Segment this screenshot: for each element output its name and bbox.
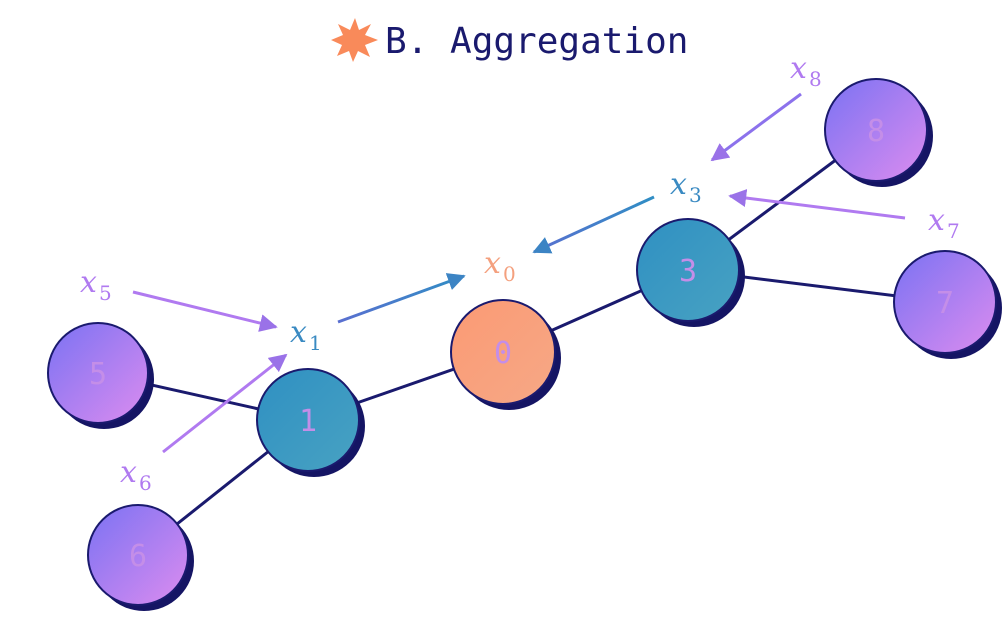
feature-x8: x 8 — [790, 51, 822, 91]
svg-text:0: 0 — [503, 262, 516, 286]
node-label: 0 — [494, 336, 512, 371]
node-label: 6 — [129, 539, 147, 574]
starburst-icon — [331, 18, 378, 62]
node-label: 3 — [679, 254, 697, 289]
node-1: 1 — [256, 368, 365, 477]
arrow-x7-to-x3 — [728, 189, 906, 220]
arrow-x5-to-x1 — [132, 290, 278, 332]
node-5: 5 — [47, 322, 154, 429]
feature-x7: x 7 — [928, 203, 960, 243]
feature-x1: x 1 — [290, 315, 322, 355]
svg-text:7: 7 — [947, 219, 960, 243]
arrow-x3-to-x0 — [532, 195, 655, 254]
svg-text:x: x — [928, 203, 945, 238]
svg-text:1: 1 — [309, 331, 322, 355]
svg-text:x: x — [290, 315, 307, 350]
feature-x0: x 0 — [484, 246, 516, 286]
message-arrows — [132, 92, 906, 454]
svg-text:x: x — [80, 265, 97, 300]
node-label: 7 — [936, 286, 954, 321]
node-6: 6 — [87, 504, 194, 611]
title-text: B. Aggregation — [385, 21, 688, 62]
arrow-x8-to-x3 — [710, 92, 802, 162]
diagram-title: B. Aggregation — [331, 18, 688, 62]
arrow-x6-to-x1 — [162, 353, 288, 454]
svg-text:x: x — [120, 455, 137, 490]
node-label: 8 — [867, 114, 885, 149]
feature-x3: x 3 — [670, 167, 702, 207]
feature-x6: x 6 — [120, 455, 152, 495]
node-label: 1 — [299, 404, 317, 439]
arrow-x1-to-x0 — [337, 273, 466, 324]
svg-text:x: x — [484, 246, 501, 281]
node-0: 0 — [450, 299, 561, 410]
node-label: 5 — [89, 357, 107, 392]
svg-text:8: 8 — [809, 67, 822, 91]
feature-x5: x 5 — [80, 265, 112, 305]
svg-text:5: 5 — [99, 281, 112, 305]
svg-text:3: 3 — [689, 183, 702, 207]
feature-labels: x 0 x 1 x 3 x 5 x 6 x 7 x 8 — [80, 51, 960, 495]
svg-text:6: 6 — [139, 471, 152, 495]
svg-text:x: x — [670, 167, 687, 202]
node-8: 8 — [824, 78, 933, 187]
node-7: 7 — [893, 250, 1002, 359]
node-3: 3 — [636, 218, 745, 327]
nodes: 5 6 7 8 1 3 0 — [47, 78, 1002, 611]
svg-text:x: x — [790, 51, 807, 86]
